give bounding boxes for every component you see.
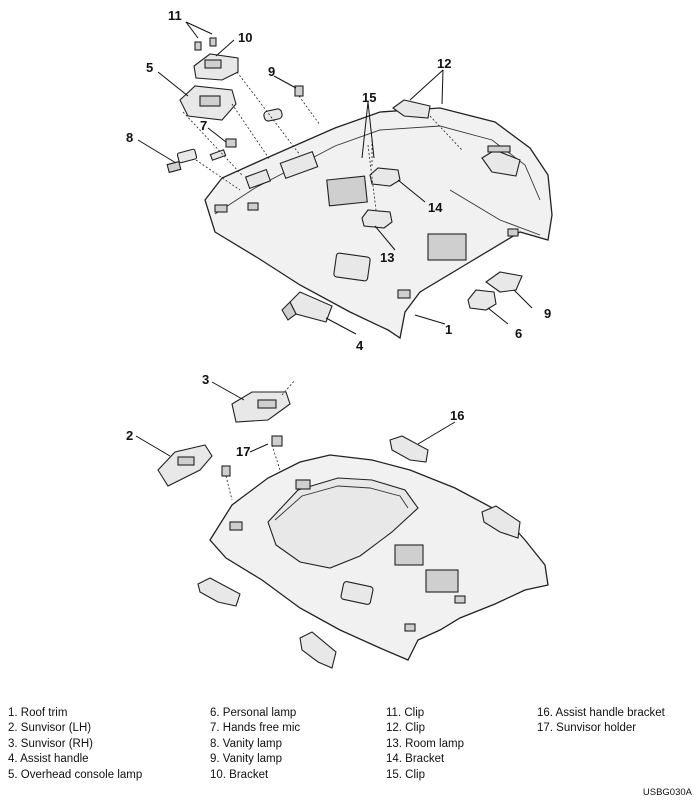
figure-code: USBG030A	[642, 787, 692, 798]
callout-1: 1	[445, 322, 452, 337]
callout-3: 3	[202, 372, 209, 387]
legend-item: 6. Personal lamp	[210, 707, 297, 719]
sunvisor-lh	[157, 444, 213, 487]
legend-item: 17. Sunvisor holder	[537, 722, 637, 735]
callout-17: 17	[236, 444, 250, 459]
callout-16: 16	[450, 408, 464, 423]
top-view	[166, 37, 553, 340]
callout-12: 12	[437, 56, 451, 71]
callout-4: 4	[356, 338, 364, 353]
bottom-view	[157, 379, 549, 669]
legend-item: 4. Assist handle	[8, 753, 89, 766]
callout-9b: 9	[544, 306, 551, 321]
legend-item: 8. Vanity lamp	[210, 737, 283, 750]
roof-trim-exploded-diagram: 11 10 5 9 12 15 7 8 14 13 1 6 9 4	[126, 8, 553, 669]
legend-item: 13. Room lamp	[386, 737, 464, 750]
callout-7: 7	[200, 118, 207, 133]
callout-15: 15	[362, 90, 376, 105]
callout-14: 14	[428, 200, 443, 215]
callout-2: 2	[126, 428, 133, 443]
legend-item: 10. Bracket	[210, 768, 269, 781]
legend-item: 14. Bracket	[386, 753, 445, 766]
legend-item: 15. Clip	[386, 768, 425, 781]
legend-item: 3. Sunvisor (RH)	[8, 737, 93, 750]
legend-item: 12. Clip	[386, 722, 425, 735]
legend-item: 5. Overhead console lamp	[8, 768, 143, 781]
parts-legend: 1. Roof trim 2. Sunvisor (LH) 3. Sunviso…	[0, 706, 700, 786]
legend-item: 11. Clip	[386, 707, 425, 719]
callout-11: 11	[168, 8, 182, 23]
bracket-10	[193, 53, 239, 81]
legend-column-4: 16. Assist handle bracket 17. Sunvisor h…	[537, 706, 665, 737]
callout-13: 13	[380, 250, 394, 265]
callout-8: 8	[126, 130, 133, 145]
legend-item: 9. Vanity lamp	[210, 753, 283, 766]
assist-handle	[281, 291, 333, 323]
legend-column-1: 1. Roof trim 2. Sunvisor (LH) 3. Sunviso…	[8, 706, 142, 783]
overhead-console-lamp	[179, 85, 237, 121]
callout-5: 5	[146, 60, 153, 75]
callout-10: 10	[238, 30, 252, 45]
sunvisor-rh	[231, 391, 291, 423]
legend-column-2: 6. Personal lamp 7. Hands free mic 8. Va…	[210, 706, 300, 783]
legend-column-3: 11. Clip 12. Clip 13. Room lamp 14. Brac…	[386, 706, 464, 783]
legend-item: 1. Roof trim	[8, 707, 68, 719]
sunroof-opening	[267, 477, 419, 569]
legend-item: 7. Hands free mic	[210, 722, 301, 735]
legend-item: 16. Assist handle bracket	[537, 707, 665, 719]
callout-6: 6	[515, 326, 522, 341]
callout-9a: 9	[268, 64, 275, 79]
legend-item: 2. Sunvisor (LH)	[8, 722, 92, 735]
